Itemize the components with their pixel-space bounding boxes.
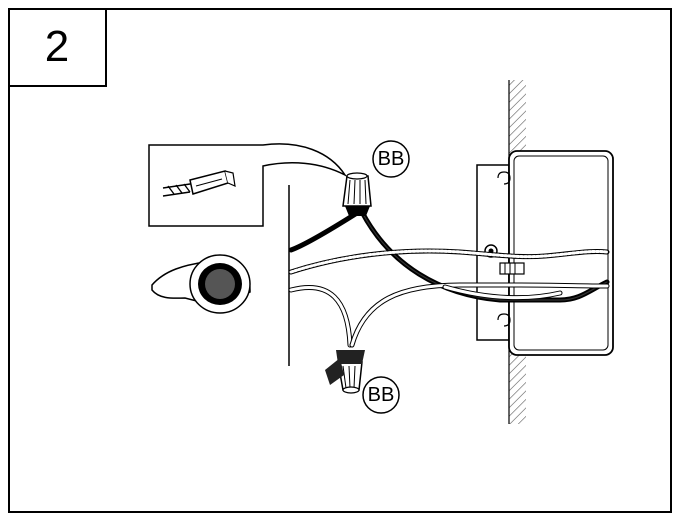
callout-label-bottom: BB — [361, 375, 401, 415]
wire-nut-icon — [325, 350, 365, 394]
callout-label-top: BB — [371, 139, 411, 179]
callout-circle — [372, 140, 410, 178]
step-number-box: 2 — [9, 9, 107, 87]
callout-text-top: BB — [377, 147, 405, 170]
electrical-tape-roll-icon — [151, 254, 251, 314]
twisted-wires-icon — [148, 143, 348, 227]
callout-text-bottom: BB — [367, 383, 395, 406]
callout-circle — [362, 376, 400, 414]
wires — [288, 209, 610, 348]
panel-frame — [8, 8, 672, 513]
step-number: 2 — [44, 22, 70, 71]
wire-nut-icon — [342, 172, 372, 216]
